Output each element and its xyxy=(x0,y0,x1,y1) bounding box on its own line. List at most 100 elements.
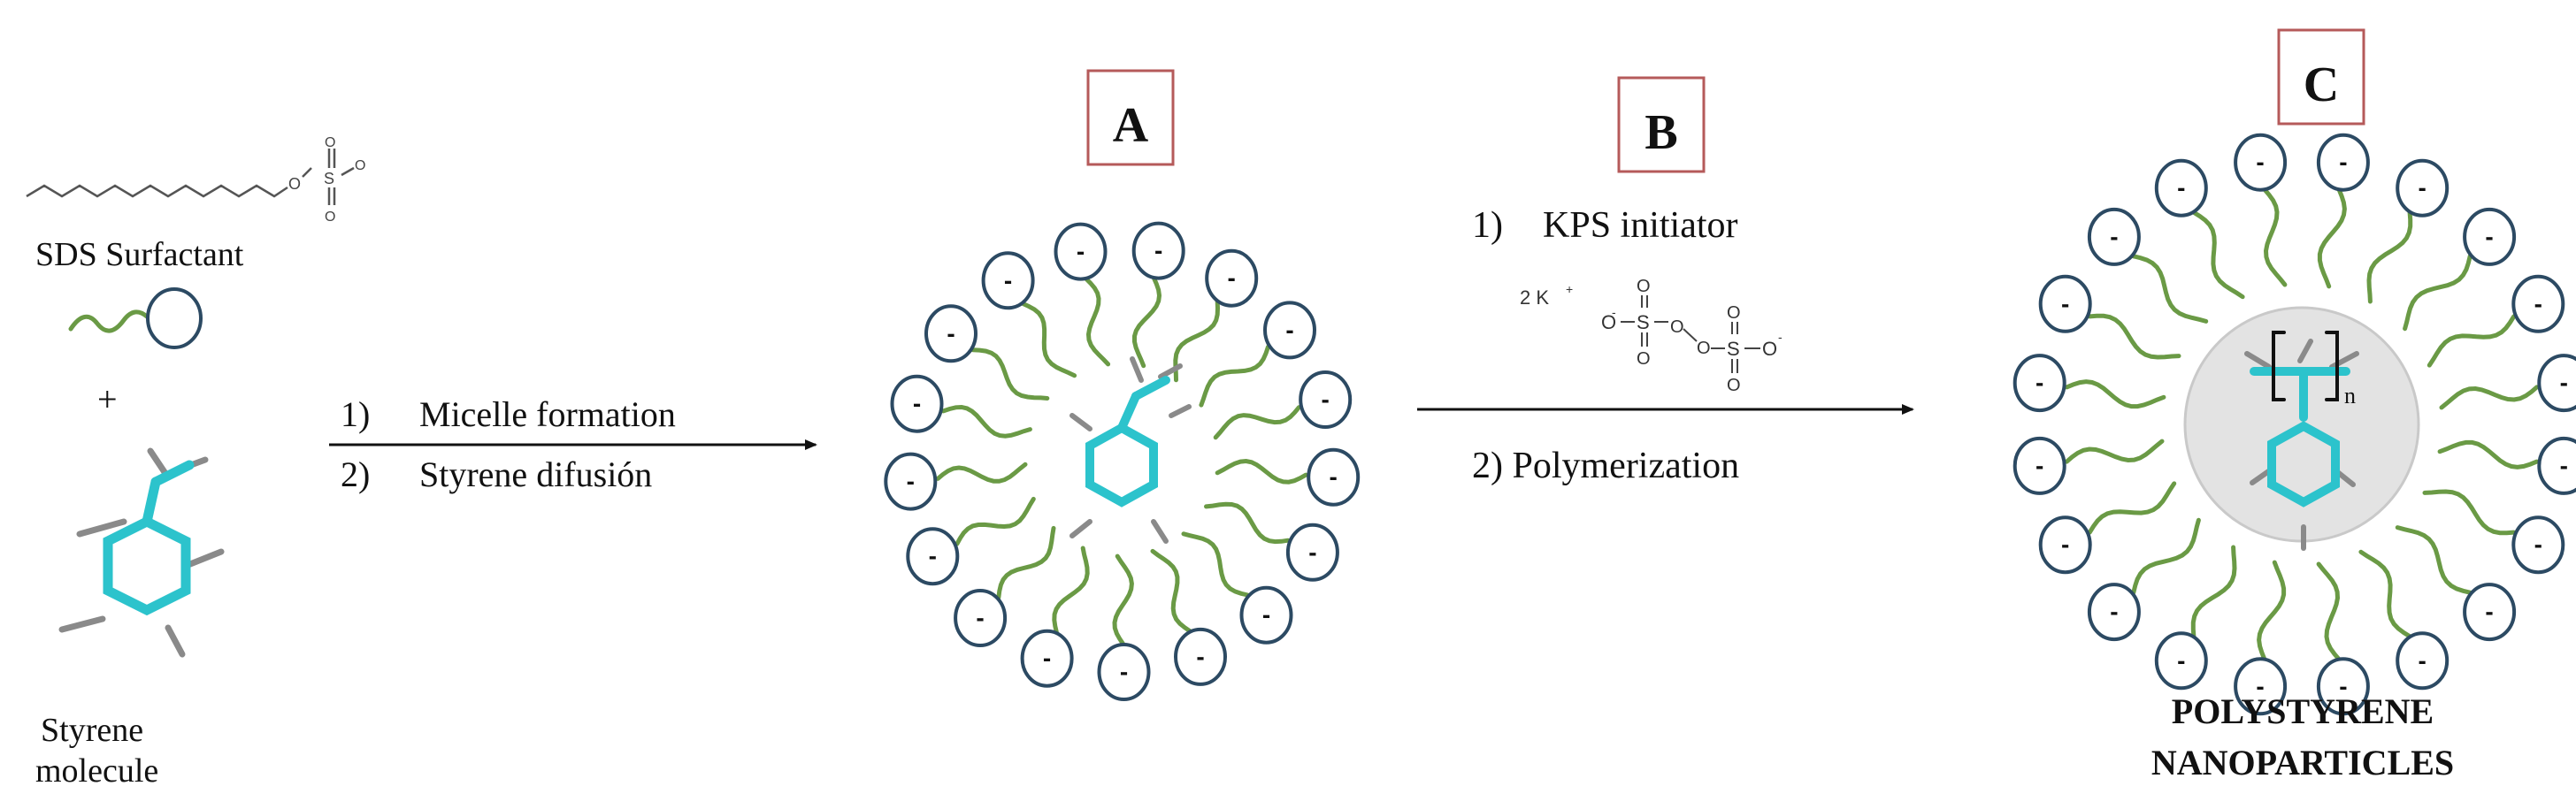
styrene-label-line1: Styrene xyxy=(41,712,143,749)
micelle-a-surfactant-1: - xyxy=(1131,221,1185,369)
nanoparticle-surfactant-head-6 xyxy=(2537,436,2576,495)
nanoparticle-surfactant-16: - xyxy=(2012,354,2166,413)
nanoparticle-surfactant-14: - xyxy=(2038,481,2177,575)
micelle-a-surfactant-head-16 xyxy=(981,251,1035,310)
nanoparticle-surfactant-head-16 xyxy=(2012,354,2066,413)
micelle-a-surfactant-10: - xyxy=(1020,546,1090,688)
kps-minus-right: - xyxy=(1778,330,1782,344)
micelle-a-negative-charge-9: - xyxy=(1120,658,1128,685)
nanoparticle-negative-charge-11: - xyxy=(2256,672,2264,699)
kps-initiator-label: KPS initiator xyxy=(1543,205,1738,246)
micelle-a-surfactant-tail-16 xyxy=(1020,301,1077,378)
kps-cation: 2 K xyxy=(1520,286,1549,309)
nanoparticle-surfactant-tail-3 xyxy=(2403,254,2472,332)
nanoparticle-surfactant-head-13 xyxy=(2087,583,2141,642)
micelle-a-surfactant-head-9 xyxy=(1097,643,1151,701)
nanoparticle-negative-charge-4: - xyxy=(2534,290,2542,317)
micelle-a-negative-charge-16: - xyxy=(1004,266,1012,294)
nanoparticle-surfactant-8: - xyxy=(2395,525,2517,642)
nanoparticle-surfactant-15: - xyxy=(2012,436,2165,495)
nanoparticle-surfactant-tail-18 xyxy=(2131,254,2209,324)
stage-c-label-box xyxy=(2277,28,2365,126)
micelle-a-surfactant-tail-17 xyxy=(1084,276,1111,367)
micelle-a-surfactant-head-12 xyxy=(906,527,960,586)
nanoparticle-surfactant-tail-17 xyxy=(2087,313,2181,360)
nanoparticle-negative-charge-1: - xyxy=(2339,149,2347,176)
micelle-a-surfactant-12: - xyxy=(906,496,1036,586)
nanoparticle-surfactant-tail-19 xyxy=(2191,210,2245,300)
nanoparticle-surfactant-head-17 xyxy=(2038,274,2092,333)
nanoparticle-negative-charge-16: - xyxy=(2036,369,2043,396)
nanoparticle-negative-charge-10: - xyxy=(2339,672,2347,699)
micelle-a-surfactant-tail-8 xyxy=(1150,548,1192,634)
micelle-a-surfactant-tail-14 xyxy=(940,404,1032,439)
micelle-a-surfactant-head-6 xyxy=(1285,523,1339,582)
sds-anionic-oxygen: O xyxy=(355,158,365,173)
micelle-a-surfactant-head-10 xyxy=(1020,629,1074,688)
micelle-a-surfactant-tail-15 xyxy=(970,347,1050,401)
stage-c-label: C xyxy=(2304,57,2339,112)
sds-skeletal-structure xyxy=(26,149,355,205)
nanoparticle-surfactant-head-19 xyxy=(2154,158,2208,218)
micelle-a-surfactant-head-1 xyxy=(1131,221,1185,280)
nanoparticle-negative-charge-5: - xyxy=(2560,369,2568,396)
micelle-a-surfactant-tail-7 xyxy=(1181,531,1250,598)
nanoparticle-shell: -------------------- xyxy=(2012,133,2576,716)
nanoparticle-negative-charge-12: - xyxy=(2177,646,2185,674)
micelle-a-surfactant-head-4 xyxy=(1299,370,1353,429)
nanoparticle-surfactant-head-18 xyxy=(2087,207,2141,266)
micelle-a-negative-charge-12: - xyxy=(929,542,937,569)
nanoparticle-surfactant-12: - xyxy=(2154,545,2237,691)
nanoparticle-surfactant-head-5 xyxy=(2537,354,2576,413)
micelle-a-surfactant-tail-5 xyxy=(1215,458,1308,485)
micelle-a-surfactant-head-2 xyxy=(1205,248,1259,308)
micelle-a-negative-charge-5: - xyxy=(1330,463,1338,491)
sds-sulfonyl-oxygen-top: O xyxy=(325,135,335,150)
nanoparticle-surfactant-4: - xyxy=(2426,274,2565,368)
kps-sulfur-right: S xyxy=(1727,338,1740,360)
stage-a: A ----------------- xyxy=(884,69,1361,701)
micelle-a-negative-charge-8: - xyxy=(1196,643,1204,670)
nanoparticle-surfactant-10: - xyxy=(2316,561,2370,716)
step1-label: Micelle formation xyxy=(419,394,676,434)
stage-a-label-box xyxy=(1086,69,1175,166)
micelle-a-surfactant-tail-1 xyxy=(1132,275,1162,369)
nanoparticles-caption-line2: NANOPARTICLES xyxy=(2151,743,2454,782)
kps-peroxide-o1: O xyxy=(1670,317,1684,337)
micelle-a-surfactant-3: - xyxy=(1199,301,1316,408)
sds-ester-oxygen: O xyxy=(288,175,301,193)
nanoparticle-negative-charge-20: - xyxy=(2256,149,2264,176)
nanoparticle-negative-charge-19: - xyxy=(2177,174,2185,202)
nanoparticle-negative-charge-13: - xyxy=(2110,598,2118,625)
step2-label: Styrene difusión xyxy=(419,454,652,494)
nanoparticle-negative-charge-2: - xyxy=(2419,174,2426,202)
arrow-micelle-formation: 1) Micelle formation 2) Styrene difusión xyxy=(329,394,817,494)
nanoparticle-surfactant-9: - xyxy=(2358,549,2450,691)
nanoparticle-surfactant-5: - xyxy=(2439,354,2576,413)
micelle-a-surfactant-9: - xyxy=(1097,553,1151,701)
micelle-a-surfactant-head-7 xyxy=(1239,585,1293,645)
micelle-a-negative-charge-13: - xyxy=(907,468,915,495)
micelle-a-surfactant-head-14 xyxy=(890,374,944,433)
nanoparticle-surfactant-3: - xyxy=(2403,207,2517,332)
micelle-a-surfactant-head-5 xyxy=(1307,447,1361,507)
styrene-label-line2: molecule xyxy=(35,752,158,790)
nanoparticle-surfactant-18: - xyxy=(2087,207,2209,324)
kps-anion-o-left: O xyxy=(1601,311,1616,333)
encapsulated-styrene xyxy=(1070,356,1192,544)
nanoparticle-surfactant-head-1 xyxy=(2316,133,2370,192)
nanoparticle-surfactant-head-9 xyxy=(2396,631,2450,691)
nanoparticle-surfactant-head-14 xyxy=(2038,515,2092,575)
kps-step-number: 1) xyxy=(1472,205,1503,246)
micelle-a-surfactant-tail-4 xyxy=(1213,405,1301,440)
micelle-a-negative-charge-15: - xyxy=(947,319,954,347)
kps-oxo-bottom-left: O xyxy=(1637,349,1651,369)
micelle-a-surfactant-tail-13 xyxy=(935,462,1028,484)
micelle-a-surfactant-15: - xyxy=(924,304,1050,401)
plus-sign: + xyxy=(97,379,118,419)
nanoparticle-negative-charge-17: - xyxy=(2061,290,2069,317)
stage-b-label-box xyxy=(1617,76,1706,173)
micelle-a-surfactant-head-13 xyxy=(884,452,938,511)
kps-structure: 2 K + O - S O O O O S O O O - xyxy=(1520,277,1782,395)
nanoparticle-surfactant-17: - xyxy=(2038,274,2181,360)
